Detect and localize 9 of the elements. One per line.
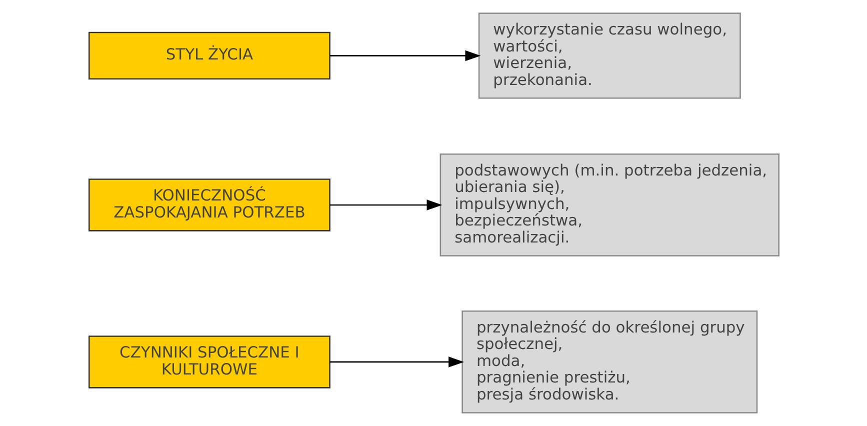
arrow [330,200,442,210]
arrow [330,356,464,368]
node-box: CZYNNIKI SPOŁECZNE I KULTUROWE [88,336,330,388]
node-box: podstawowych (m.in. potrzeba jedzenia, ubierania się), impulsywnych, bezpieczeństwa, samorealizacji. [439,153,779,256]
node-box: KONIECZNOŚĆ ZASPOKAJANIA POTRZEB [88,178,330,232]
arrow [330,50,480,62]
node-box: przynależność do określonej grupy społecznej, moda, pragnienie prestiżu, presja środowiska. [461,310,758,414]
node-box: STYL ŻYCIA [88,32,330,80]
node-box: wykorzystanie czasu wolnego, wartości, wierzenia, przekonania. [478,12,740,99]
